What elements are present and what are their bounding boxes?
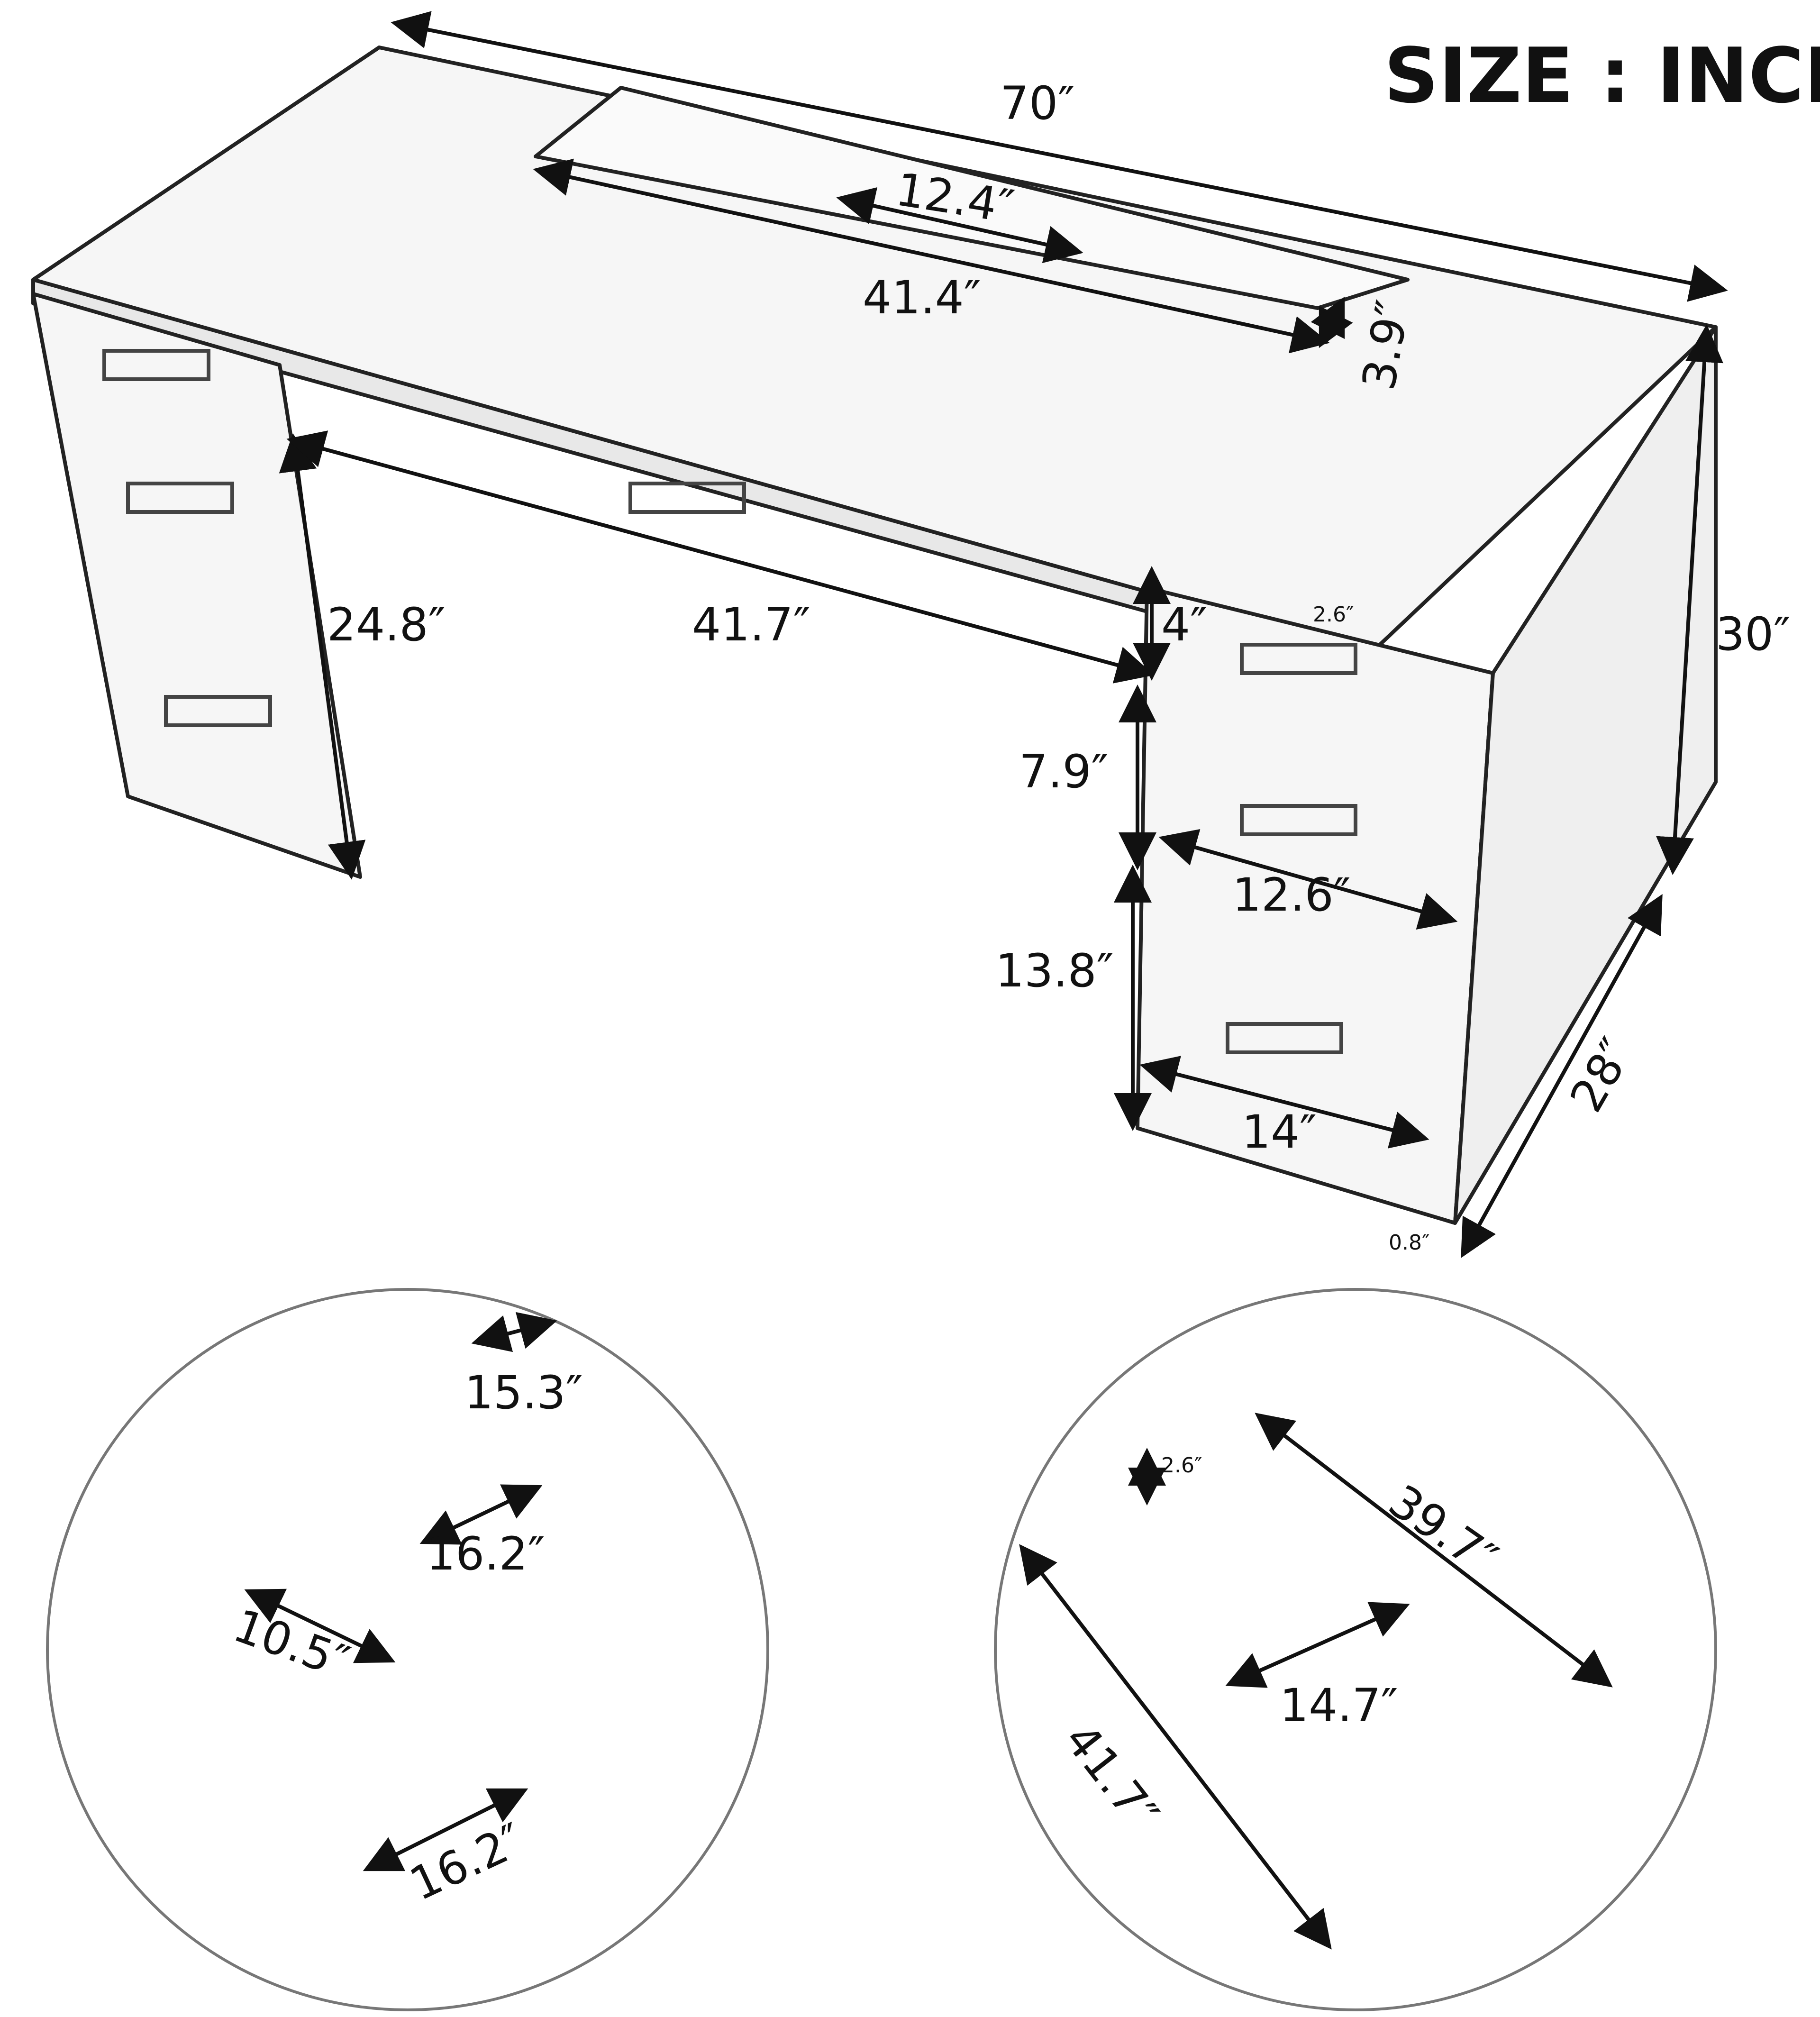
dim-height: 30″ bbox=[1716, 608, 1791, 661]
dim-bottom-drawer-height: 13.8″ bbox=[995, 944, 1114, 997]
detail-circles bbox=[46, 1288, 1717, 2011]
dim-knee-width: 41.7″ bbox=[692, 598, 810, 651]
dim-center-drawer-height: 4″ bbox=[1161, 598, 1207, 651]
dim-middle-drawer-height: 7.9″ bbox=[1019, 745, 1109, 798]
detail-dimension-lines bbox=[244, 1312, 1613, 1950]
desk-outline bbox=[31, 46, 1718, 1225]
title-size-unit: SIZE : INCH bbox=[1384, 31, 1820, 120]
dim-pedestal-width: 14″ bbox=[1242, 1105, 1317, 1159]
dim-keyboard-width: 41.4″ bbox=[863, 271, 981, 324]
dim-drawer-inner-height: 2.6″ bbox=[1313, 602, 1354, 627]
dim-pedestal-drawer-width: 12.6″ bbox=[1232, 868, 1351, 922]
detail-left-top-drawer-depth: 15.3″ bbox=[464, 1366, 583, 1419]
dimension-lines bbox=[279, 11, 1728, 1258]
detail-left-middle-drawer-depth: 16.2″ bbox=[427, 1527, 545, 1580]
dim-foot-height: 0.8″ bbox=[1389, 1231, 1430, 1255]
dim-overall-width: 70″ bbox=[1000, 77, 1075, 130]
dim-knee-height: 24.8″ bbox=[327, 598, 446, 651]
detail-right-drawer-width: 14.7″ bbox=[1280, 1679, 1398, 1732]
detail-right-drawer-height: 2.6″ bbox=[1161, 1453, 1202, 1478]
